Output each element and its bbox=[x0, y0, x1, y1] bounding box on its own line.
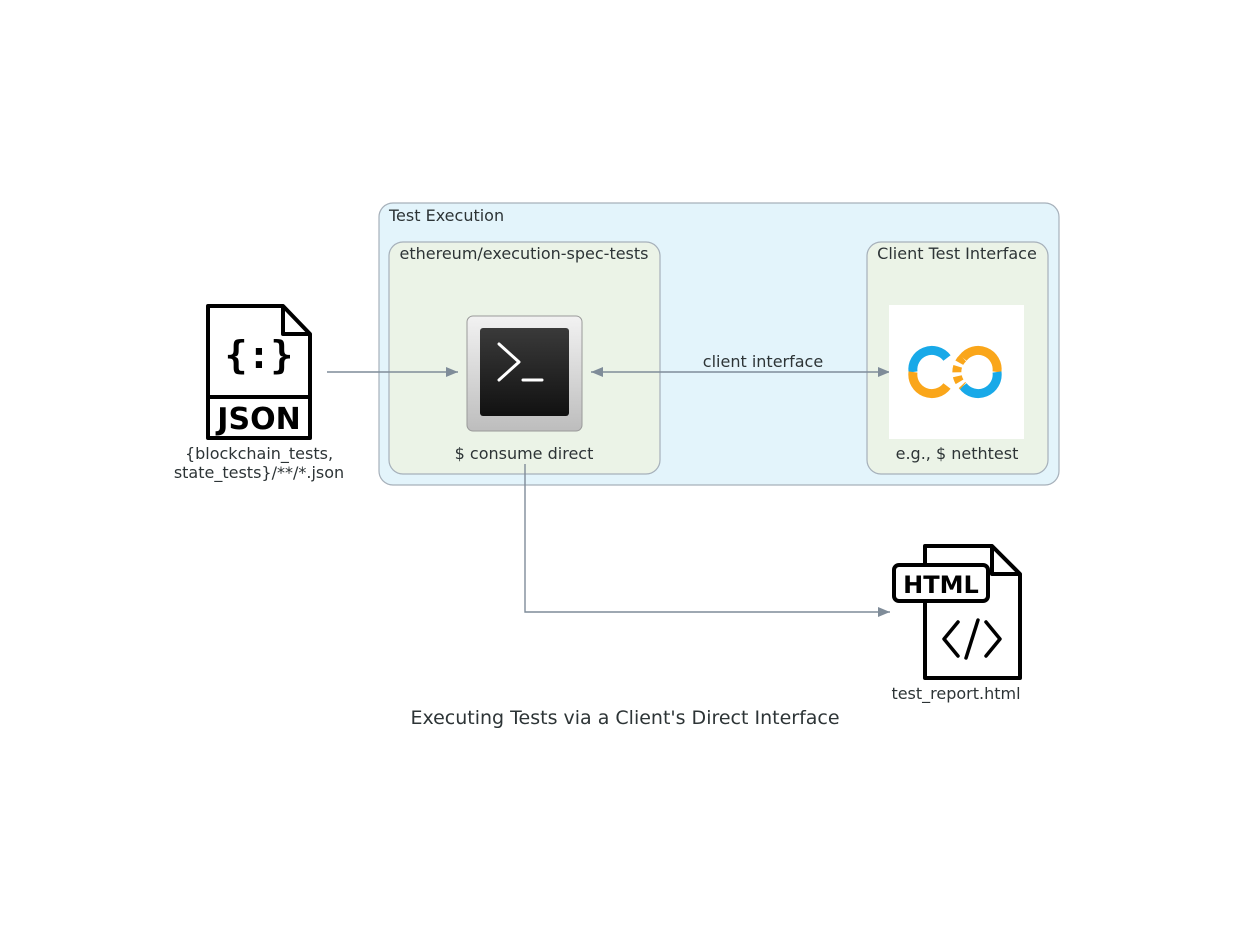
diagram-title: Executing Tests via a Client's Direct In… bbox=[410, 707, 839, 729]
json-file-label-line1: {blockchain_tests, bbox=[185, 444, 333, 464]
node-consume-direct: $ consume direct bbox=[455, 315, 594, 463]
edge-client-interface-label: client interface bbox=[703, 352, 823, 371]
node-client: e.g., $ nethtest bbox=[889, 305, 1024, 463]
edge-consume-to-report bbox=[524, 464, 890, 617]
client-label: e.g., $ nethtest bbox=[896, 444, 1019, 463]
svg-text:{:}: {:} bbox=[225, 333, 294, 377]
test-report-label: test_report.html bbox=[891, 684, 1020, 704]
html-icon-text: HTML bbox=[903, 571, 979, 599]
html-file-icon: HTML bbox=[892, 544, 1022, 680]
node-test-report: HTML test_report.html bbox=[891, 544, 1022, 704]
terminal-icon bbox=[466, 315, 583, 432]
consume-direct-label: $ consume direct bbox=[455, 444, 594, 463]
cluster-execution-spec-tests-label: ethereum/execution-spec-tests bbox=[400, 244, 649, 263]
cluster-client-test-interface-label: Client Test Interface bbox=[877, 244, 1037, 263]
json-icon-text: JSON bbox=[215, 402, 300, 437]
node-json-file: {:} JSON {blockchain_tests, state_tests}… bbox=[174, 304, 344, 483]
client-logo-icon bbox=[889, 305, 1024, 439]
json-file-label-line2: state_tests}/**/*.json bbox=[174, 463, 344, 483]
cluster-test-execution-label: Test Execution bbox=[388, 206, 504, 225]
json-file-icon: {:} JSON bbox=[206, 304, 312, 440]
edge-consume-client-interface: client interface bbox=[591, 352, 890, 377]
